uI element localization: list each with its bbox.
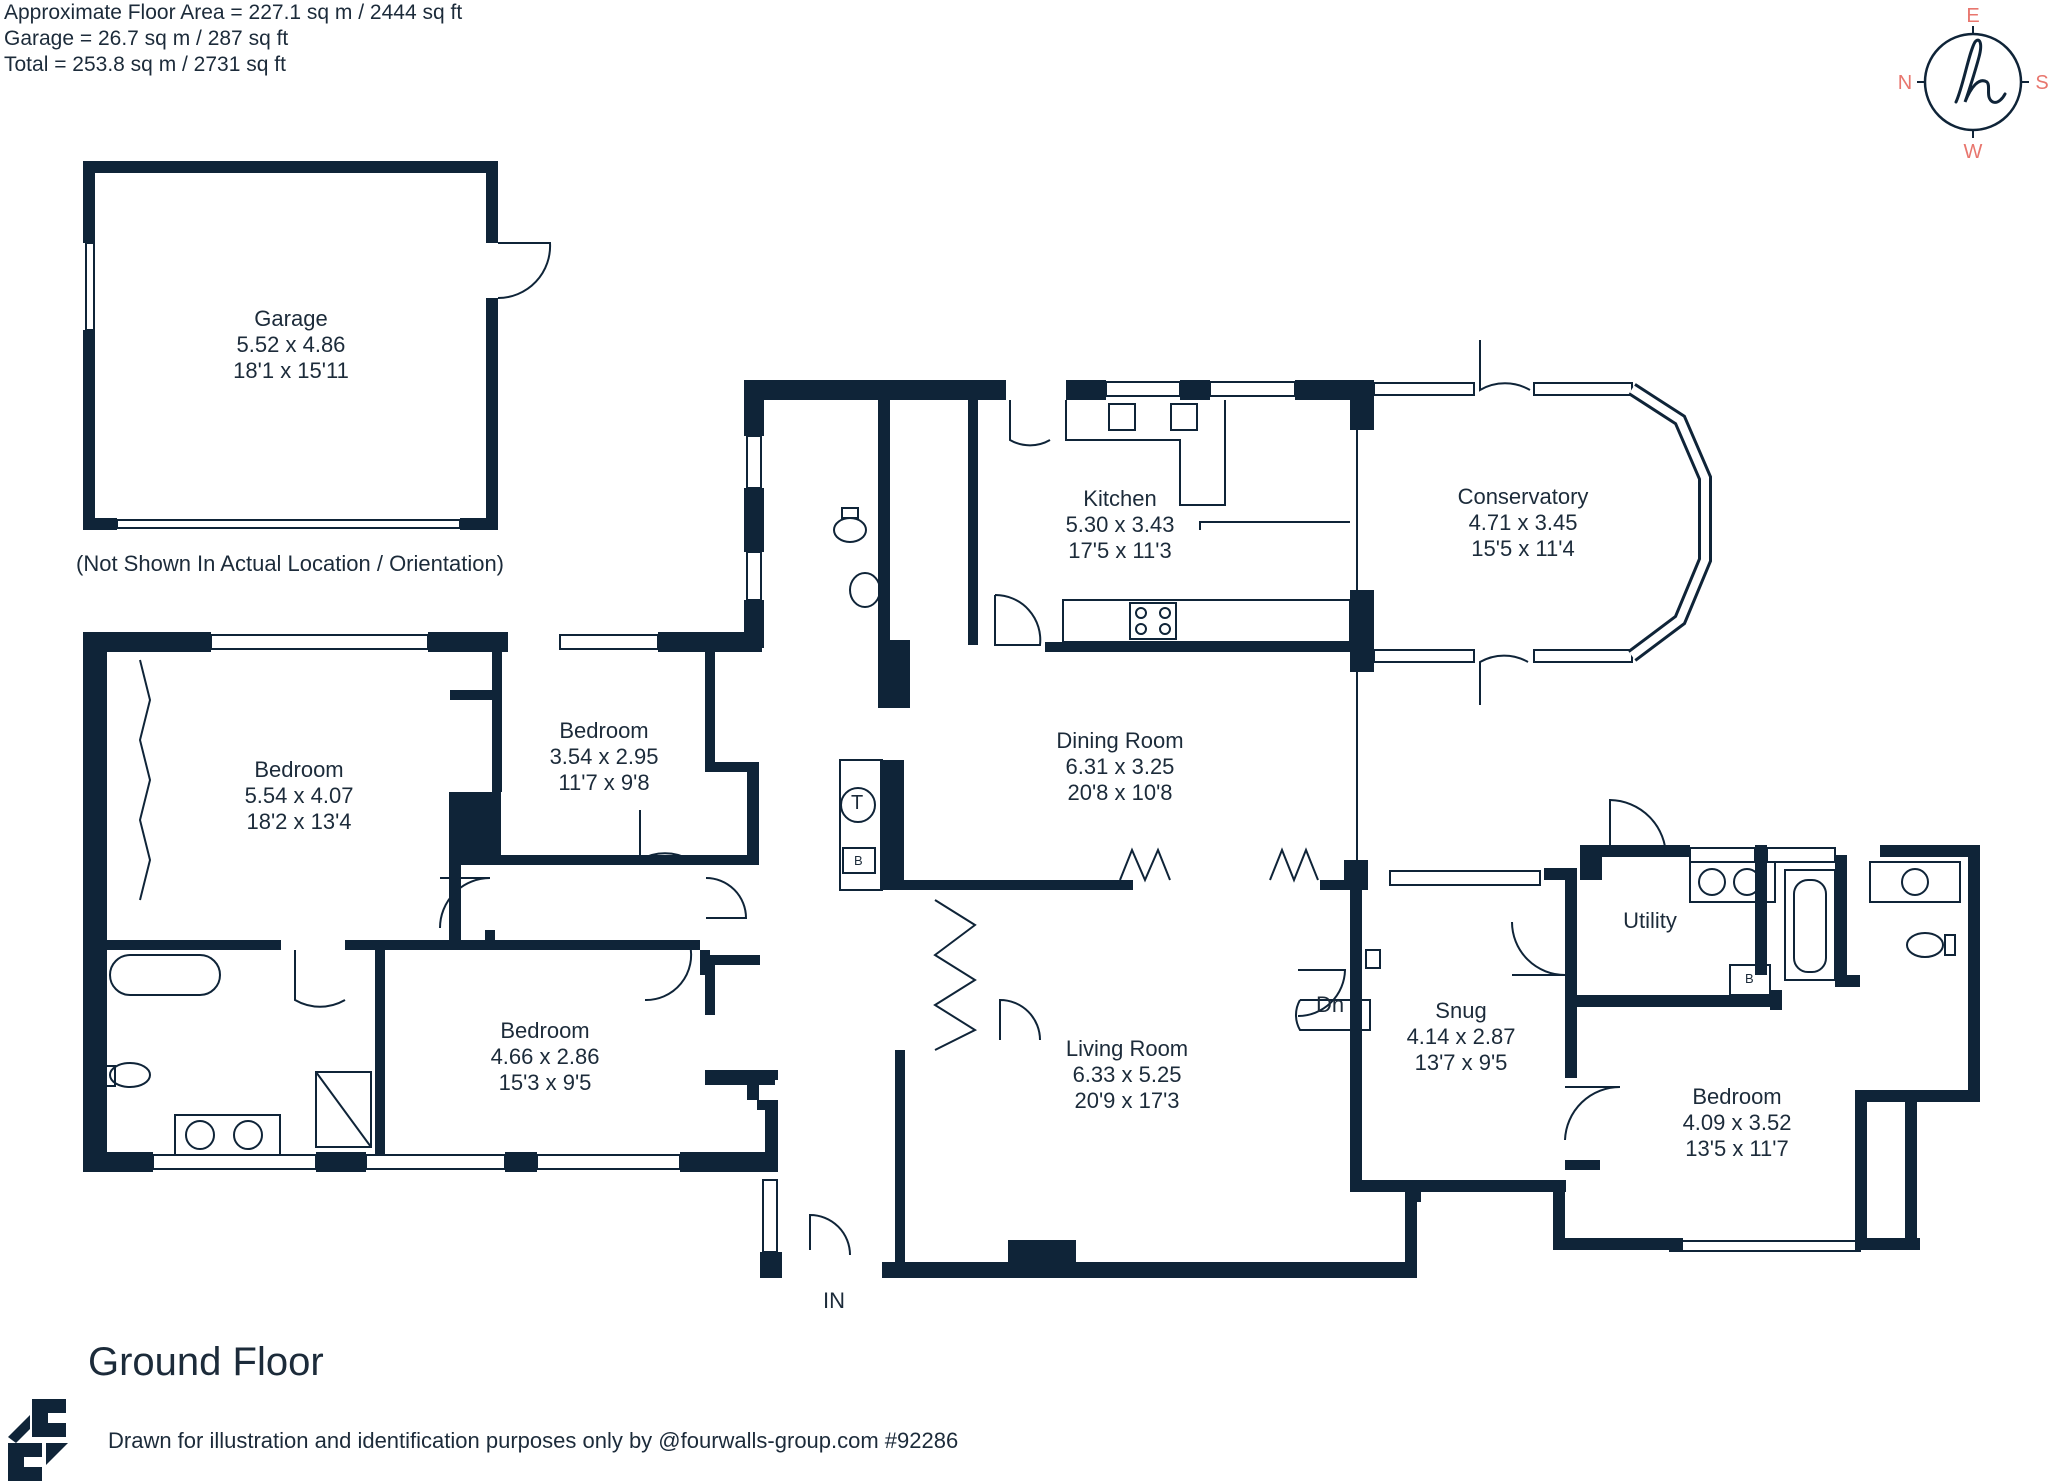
room-size-imperial: 13'5 x 11'7 (1685, 1136, 1789, 1161)
room-name: Kitchen (1083, 486, 1157, 511)
compass-icon: E W N S (1898, 5, 2048, 162)
compass-w: W (1964, 141, 1983, 162)
room-size-imperial: 13'7 x 9'5 (1414, 1050, 1508, 1075)
boiler-label: B (854, 853, 863, 868)
room-size-metric: 3.54 x 2.95 (549, 744, 659, 769)
room-name: Garage (254, 306, 328, 331)
walls (83, 161, 1980, 1278)
room-name: Living Room (1065, 1036, 1189, 1061)
room-bedroom-4: Bedroom 4.09 x 3.52 13'5 x 11'7 (1683, 1084, 1792, 1162)
tank-label: T (851, 792, 864, 814)
footer-credit: Drawn for illustration and identificatio… (108, 1428, 959, 1453)
room-size-imperial: 20'9 x 17'3 (1074, 1088, 1180, 1113)
room-size-metric: 6.31 x 3.25 (1065, 754, 1175, 779)
room-garage: Garage 5.52 x 4.86 18'1 x 15'11 (233, 306, 349, 384)
room-living: Living Room 6.33 x 5.25 20'9 x 17'3 (1066, 1036, 1188, 1114)
room-bedroom-2: Bedroom 3.54 x 2.95 11'7 x 9'8 (550, 718, 659, 796)
room-conservatory: Conservatory 4.71 x 3.45 15'5 x 11'4 (1458, 484, 1589, 562)
room-size-imperial: 18'1 x 15'11 (233, 358, 349, 383)
room-size-metric: 4.71 x 3.45 (1468, 510, 1578, 535)
room-size-metric: 5.52 x 4.86 (236, 332, 346, 357)
entrance-label: IN (823, 1288, 845, 1313)
room-name: Dining Room (1056, 728, 1184, 753)
approximate-floor-area: Approximate Floor Area = 227.1 sq m / 24… (4, 1, 463, 24)
garage-area: Garage = 26.7 sq m / 287 sq ft (4, 27, 289, 50)
compass-e: E (1966, 5, 1979, 27)
room-bedroom-3: Bedroom 4.66 x 2.86 15'3 x 9'5 (491, 1018, 600, 1096)
boiler-utility-label: B (1745, 971, 1754, 986)
room-size-imperial: 20'8 x 10'8 (1067, 780, 1173, 805)
room-size-metric: 5.54 x 4.07 (244, 783, 354, 808)
room-name: Bedroom (1692, 1084, 1782, 1109)
fourwalls-logo-icon (8, 1399, 68, 1481)
floor-area-info: Approximate Floor Area = 227.1 sq m / 24… (4, 0, 462, 78)
stairs-down-label: Dn (1316, 992, 1345, 1017)
compass-s: S (2035, 72, 2048, 94)
room-utility: Utility (1623, 908, 1677, 934)
room-name: Bedroom (559, 718, 649, 743)
room-kitchen: Kitchen 5.30 x 3.43 17'5 x 11'3 (1066, 486, 1175, 564)
room-size-imperial: 15'5 x 11'4 (1471, 536, 1575, 561)
total-area: Total = 253.8 sq m / 2731 sq ft (4, 53, 286, 76)
room-name: Bedroom (500, 1018, 590, 1043)
room-dining: Dining Room 6.31 x 3.25 20'8 x 10'8 (1056, 728, 1183, 806)
brand-h-icon (1954, 38, 2007, 104)
room-size-metric: 5.30 x 3.43 (1065, 512, 1175, 537)
room-size-imperial: 17'5 x 11'3 (1068, 538, 1172, 563)
room-size-metric: 6.33 x 5.25 (1072, 1062, 1182, 1087)
floor-title: Ground Floor (88, 1340, 324, 1384)
room-name: Bedroom (254, 757, 344, 782)
room-snug: Snug 4.14 x 2.87 13'7 x 9'5 (1407, 998, 1516, 1076)
room-size-metric: 4.09 x 3.52 (1682, 1110, 1792, 1135)
room-bedroom-main: Bedroom 5.54 x 4.07 18'2 x 13'4 (245, 757, 354, 835)
room-size-imperial: 15'3 x 9'5 (498, 1070, 592, 1095)
compass-n: N (1898, 72, 1912, 94)
room-size-imperial: 11'7 x 9'8 (558, 770, 650, 795)
room-size-metric: 4.14 x 2.87 (1406, 1024, 1516, 1049)
room-size-imperial: 18'2 x 13'4 (246, 809, 352, 834)
room-name: Utility (1623, 908, 1677, 933)
room-name: Snug (1435, 998, 1487, 1023)
room-size-metric: 4.66 x 2.86 (490, 1044, 600, 1069)
room-name: Conservatory (1457, 484, 1589, 509)
garage-note: (Not Shown In Actual Location / Orientat… (76, 551, 505, 576)
